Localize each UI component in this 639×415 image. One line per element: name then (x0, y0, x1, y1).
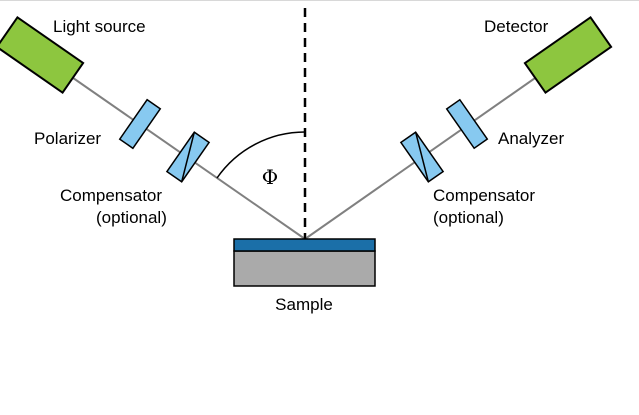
analyzer-element (445, 98, 489, 150)
reflected-beam (304, 54, 569, 240)
label-light-source: Light source (53, 17, 146, 36)
label-sample: Sample (275, 295, 333, 314)
label-detector: Detector (484, 17, 549, 36)
label-compensator-left: Compensator (60, 186, 162, 205)
sample-substrate (233, 250, 376, 287)
angle-symbol: Φ (262, 165, 278, 189)
label-analyzer: Analyzer (498, 129, 564, 148)
label-polarizer: Polarizer (34, 129, 101, 148)
compensator-right-diagonal (414, 131, 430, 183)
label-compensator-right: Compensator (433, 186, 535, 205)
light-source-body (0, 15, 85, 95)
detector-body (523, 15, 613, 95)
label-compensator-right-note: (optional) (433, 208, 504, 227)
compensator-right (399, 131, 445, 183)
light-source (0, 15, 85, 95)
polarizer (118, 98, 162, 150)
polarizer-element (118, 98, 162, 150)
sample-film (233, 238, 376, 252)
angle-arc (216, 131, 306, 179)
label-compensator-left-note: (optional) (96, 208, 167, 227)
compensator-left (165, 131, 211, 183)
incident-beam (39, 54, 306, 240)
analyzer (445, 98, 489, 150)
compensator-left-diagonal (180, 131, 196, 183)
detector (523, 15, 613, 95)
